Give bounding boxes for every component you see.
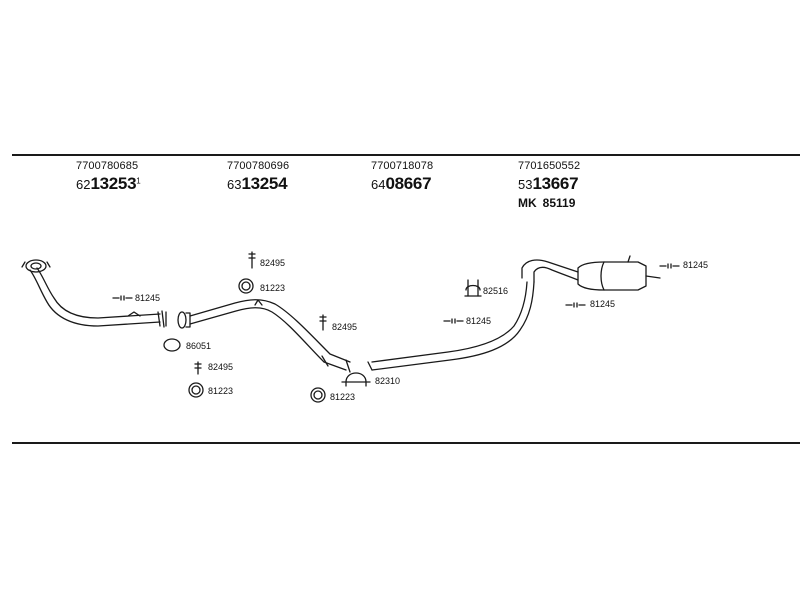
header-column-front-pipe: 7700780685 62132531 — [76, 160, 141, 194]
header-column-intermediate-pipe: 7700780696 6313254 — [227, 160, 289, 194]
part-prefix: 53 — [518, 177, 533, 192]
clamp-82516-icon — [464, 279, 482, 297]
part-prefix: 63 — [227, 177, 242, 192]
hanger-81245-tail-icon — [659, 263, 680, 269]
part-label-clamp-rear: 82516 — [483, 286, 509, 296]
part-label-bracket-tail: 81245 — [683, 260, 709, 270]
rear-muffler — [521, 255, 661, 291]
part-prefix: 62 — [76, 177, 91, 192]
part-label-bracket-center: 81245 — [466, 316, 492, 326]
part-prefix: 64 — [371, 177, 386, 192]
intermediate-pipe — [177, 299, 351, 373]
mounting-kit: MK 85119 — [518, 196, 580, 210]
part-label-ring-mid-top: 81223 — [260, 283, 286, 293]
part-main: 13254 — [241, 174, 288, 193]
part-main: 08667 — [385, 174, 432, 193]
part-main: 13253 — [90, 174, 137, 193]
part-label-bracket-muffler: 81245 — [590, 299, 616, 309]
oe-number: 7700780696 — [227, 160, 290, 172]
header-column-rear-muffler: 7701650552 5313667 MK 85119 — [518, 160, 580, 210]
part-suffix: 1 — [136, 176, 141, 186]
ring-81223-mid-icon — [238, 278, 254, 294]
part-number: 5313667 — [518, 174, 580, 194]
oe-number: 7700718078 — [371, 160, 434, 172]
ring-81223-front-icon — [188, 382, 204, 398]
part-label-bolt-front: 82495 — [208, 362, 234, 372]
part-number: 6313254 — [227, 174, 289, 194]
hanger-81245-center-icon — [443, 318, 464, 324]
part-label-ring-front: 81223 — [208, 386, 234, 396]
bolt-82495-mid-icon — [319, 314, 327, 331]
part-label-bolt-mid-top: 82495 — [260, 258, 286, 268]
mk-prefix: MK — [518, 196, 537, 210]
part-label-bolt-mid: 82495 — [332, 322, 358, 332]
bolt-82495-front-icon — [194, 361, 202, 375]
part-label-bracket-front: 81245 — [135, 293, 161, 303]
part-label-gasket: 86051 — [186, 341, 212, 351]
part-number: 6408667 — [371, 174, 433, 194]
top-divider — [12, 154, 800, 156]
part-label-clamp-center: 82310 — [375, 376, 401, 386]
part-main: 13667 — [532, 174, 579, 193]
oe-number: 7701650552 — [518, 160, 581, 172]
header-column-center-pipe: 7700718078 6408667 — [371, 160, 433, 194]
ring-81223-center-icon — [310, 387, 326, 403]
hanger-81245-muffler-icon — [565, 302, 586, 308]
clamp-82310-icon — [341, 372, 371, 387]
gasket-86051-icon — [163, 338, 181, 352]
mk-number: 85119 — [542, 196, 576, 210]
front-pipe — [21, 259, 167, 328]
hanger-81245-front-icon — [112, 295, 133, 301]
part-label-ring-center: 81223 — [330, 392, 356, 402]
bottom-divider — [12, 442, 800, 444]
oe-number: 7700780685 — [76, 160, 139, 172]
part-number: 62132531 — [76, 174, 141, 194]
center-pipe — [367, 281, 535, 371]
bolt-82495-mid-top-icon — [248, 251, 256, 269]
